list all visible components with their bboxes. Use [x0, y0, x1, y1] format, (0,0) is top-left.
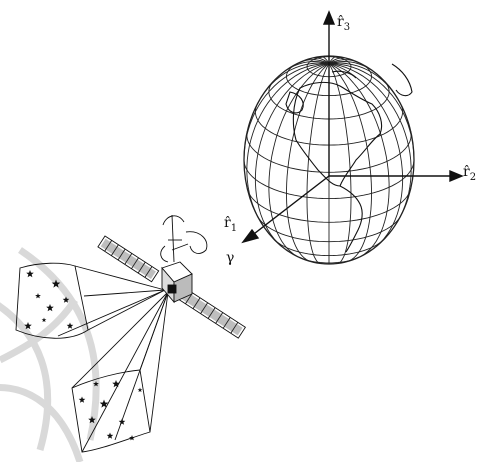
coordinate-axes: [243, 12, 462, 242]
watermark-pattern: [0, 250, 96, 462]
star-icon: [79, 397, 86, 403]
star-icon: [42, 318, 47, 323]
star-icon: [119, 419, 126, 425]
upper-beam-stars: [24, 270, 73, 329]
star-icon: [46, 304, 54, 311]
star-icon: [26, 270, 34, 277]
label-r2: r̂2: [463, 164, 476, 183]
star-icon: [129, 435, 135, 440]
star-icon: [112, 380, 120, 387]
star-icon: [67, 323, 74, 329]
satellite-icon: [98, 215, 245, 338]
lower-beam-footprint: [72, 370, 150, 452]
label-gamma: γ: [226, 250, 234, 266]
star-icon: [138, 388, 143, 393]
antenna: [161, 215, 207, 262]
globe-meridian: [255, 63, 329, 246]
axis-r2-arrowhead: [450, 171, 462, 181]
globe-meridian: [269, 63, 329, 256]
star-icon: [35, 293, 41, 298]
label-r1: r̂1: [224, 215, 237, 234]
globe-meridian: [329, 63, 403, 246]
globe-meridian: [329, 63, 372, 261]
label-r3: r̂3: [337, 14, 350, 33]
star-icon: [107, 433, 114, 439]
axis-r3-arrowhead: [324, 12, 334, 24]
